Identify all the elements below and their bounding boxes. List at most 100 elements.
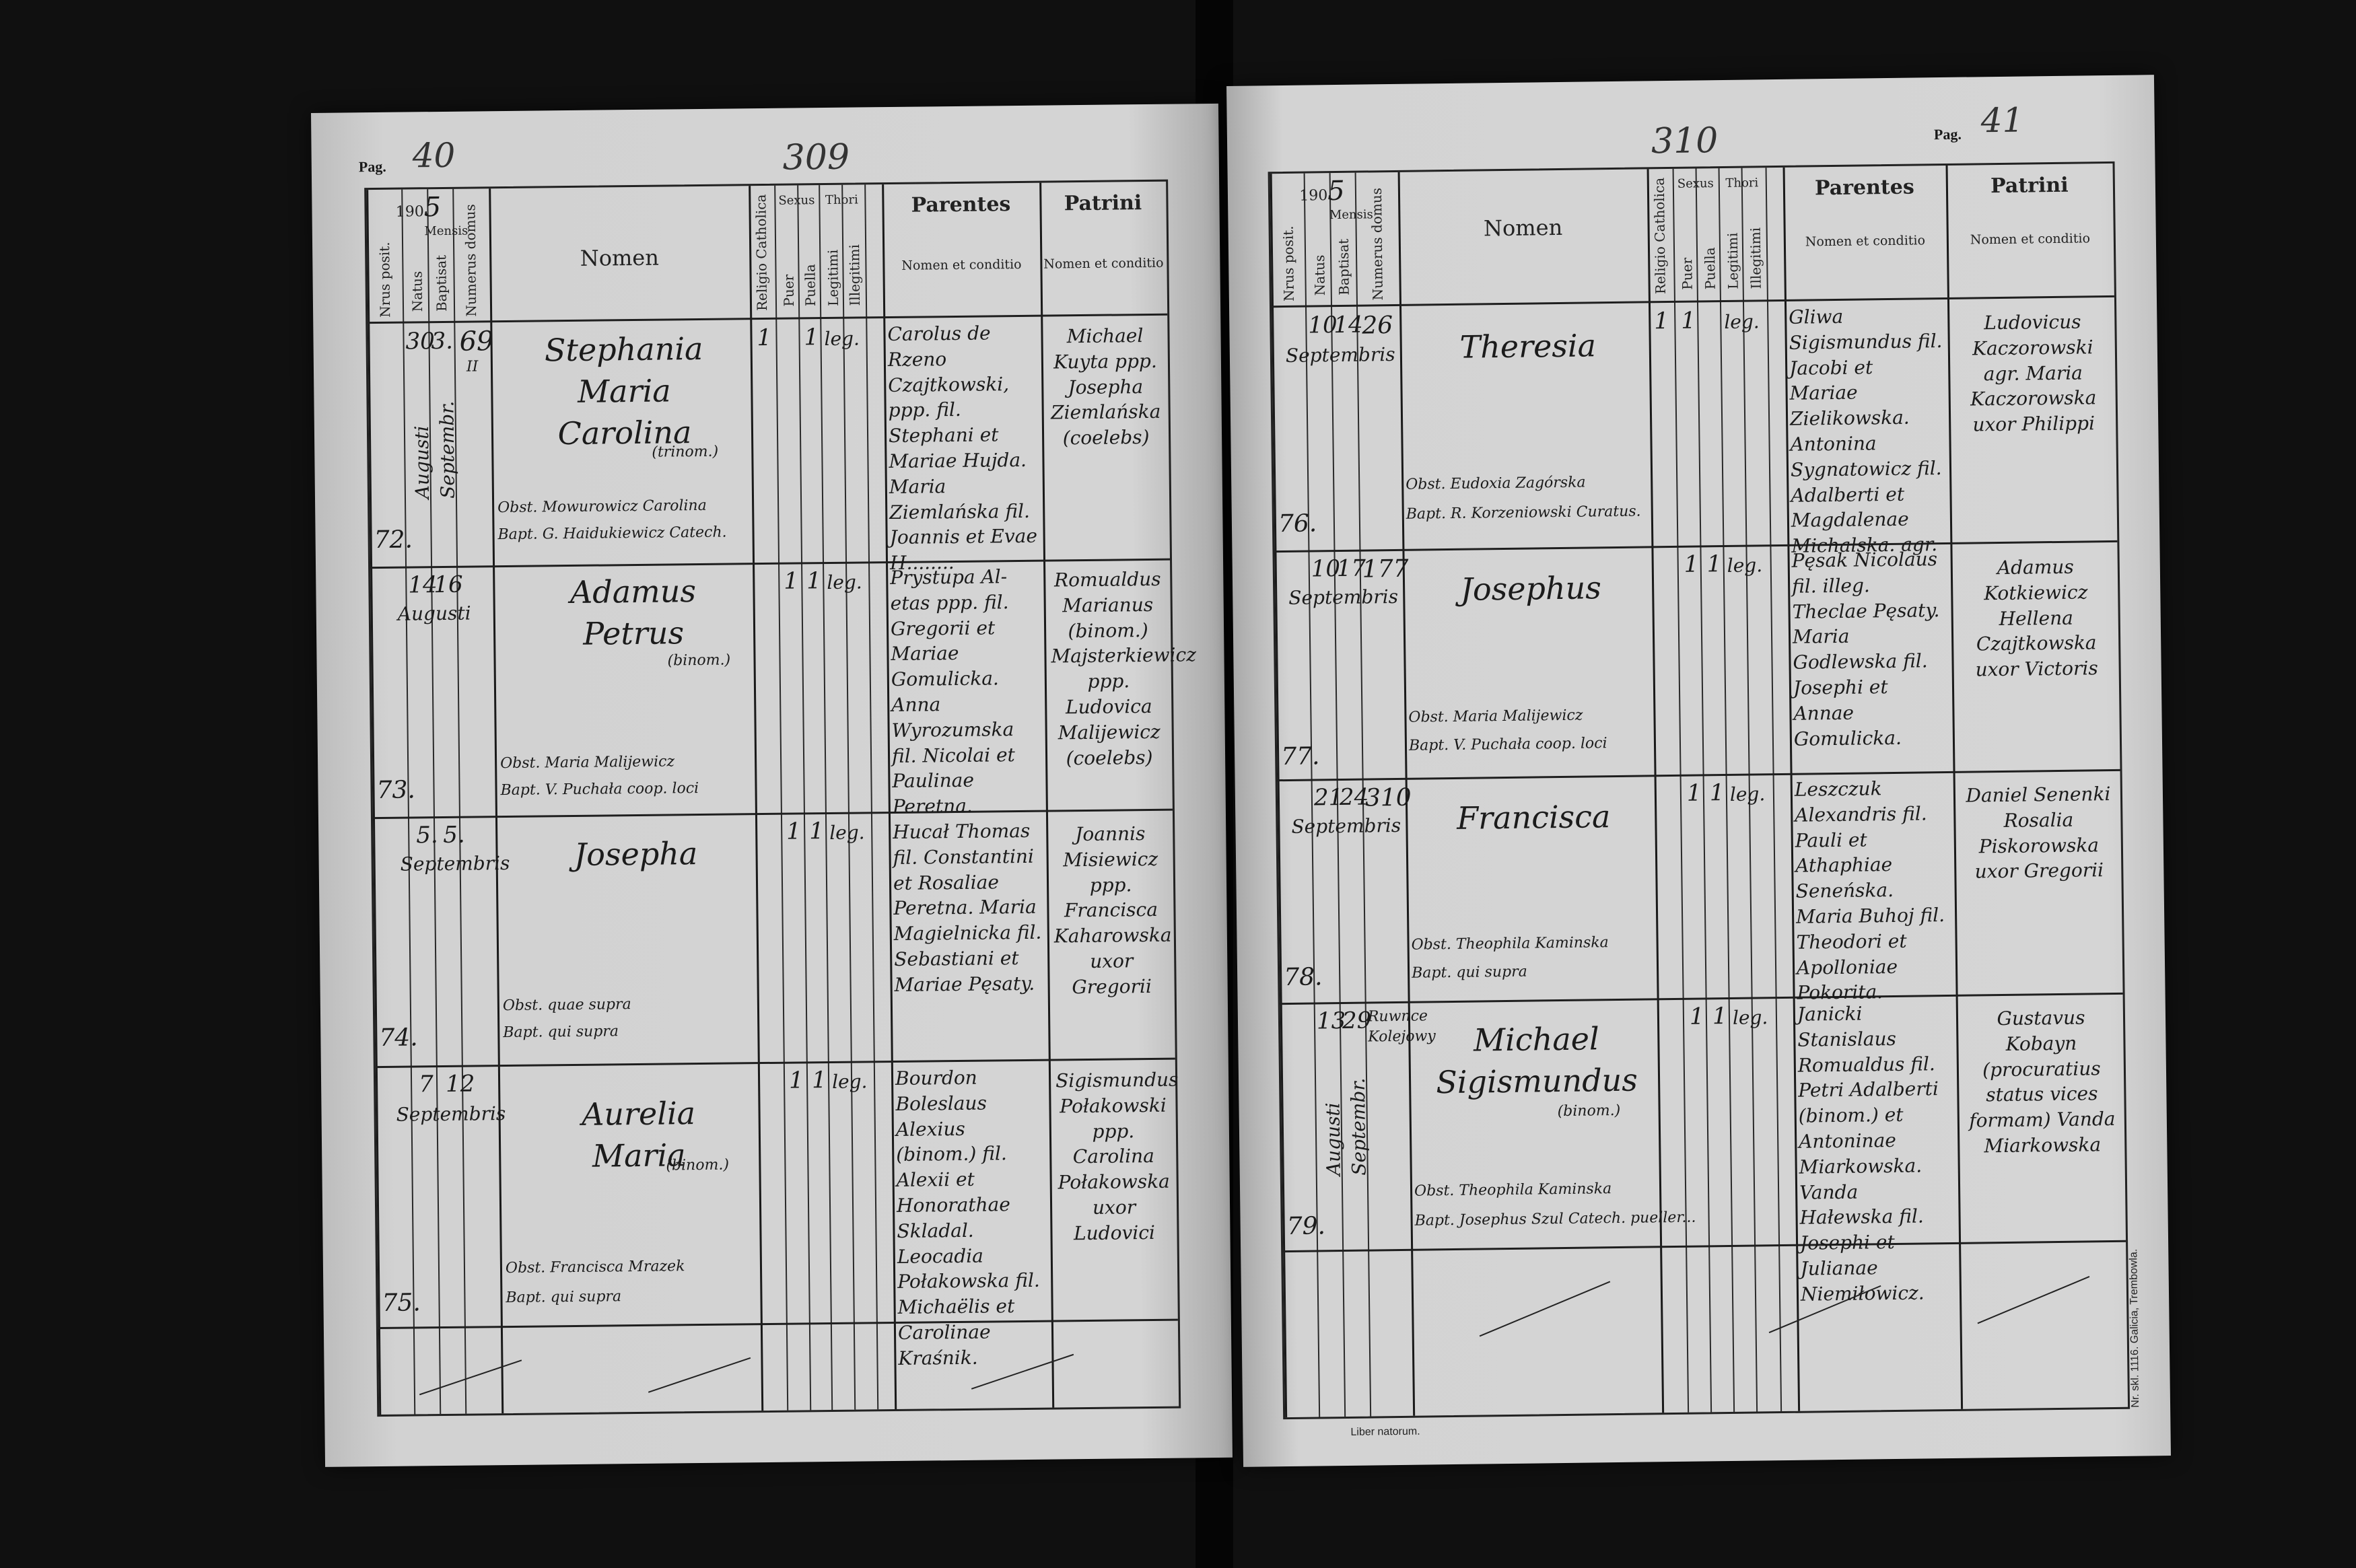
header-parentes-sub: Nomen et conditio (1805, 233, 1926, 250)
header-baptisat: Baptisat (1335, 238, 1352, 296)
thori-mark: leg. (1724, 310, 1760, 333)
parentes-text: Janicki Stanislaus Romualdus fil. Petri … (1797, 1002, 1939, 1306)
domus-number: 310 (1364, 783, 1412, 812)
baptisat-day: 16 (434, 571, 463, 599)
header-puella: Puella (802, 264, 819, 307)
page-label: Pag. (358, 157, 386, 176)
sex-mark: 1 (1712, 1003, 1727, 1030)
sex-mark: 1 (1681, 307, 1696, 334)
patrini-text: Michael Kuyta ppp. Josepha Ziemlańska (c… (1050, 324, 1161, 450)
baptizans: Bapt. qui supra (503, 1023, 619, 1042)
baptizans: Bapt. R. Korzeniowski Curatus. (1406, 503, 1641, 523)
religio-mark: 1 (757, 324, 772, 352)
patrini-text: Adamus Kotkiewicz Hellena Czajtkowska ux… (1975, 555, 2098, 681)
thori-mark: leg. (827, 571, 862, 594)
patrini-text: Gustavus Kobayn (procuratius status vice… (1969, 1006, 2116, 1157)
entry-number: 76. (1278, 509, 1317, 538)
name-note: (binom.) (1557, 1102, 1621, 1120)
month: Septembris (1285, 343, 1395, 367)
month: Septembris (396, 1102, 506, 1126)
sex-mark: 1 (806, 567, 822, 595)
month: Augusti (397, 602, 471, 625)
header-nrus-posit: Nrus posit. (376, 242, 394, 318)
thori-mark: leg. (1727, 554, 1763, 577)
baptisat-day: 5. (443, 821, 465, 849)
header-nomen: Nomen (580, 244, 660, 271)
header-illegitimi: Illegitimi (1747, 227, 1764, 289)
domus-sub: II (466, 358, 479, 376)
natus-day: 5. (416, 822, 438, 849)
page-number: 40 (412, 135, 456, 176)
register-table: 1905 Nrus posit. Mensis Natus Baptisat N… (1268, 161, 2130, 1420)
header-legitimi: Legitimi (825, 249, 842, 307)
domus-number: 69 (459, 326, 494, 357)
header-patrini-sub: Nomen et conditio (1970, 231, 2091, 248)
footer-print-note: Nr. skl. 1116. Galicia, Trembowla. (2128, 1248, 2142, 1408)
entry-72: 72. 30 3. Augusti Septembr. 69 II Stepha… (366, 182, 1166, 574)
patrini-text: Sigismundus Połakowski ppp. Carolina Poł… (1055, 1068, 1179, 1245)
thori-mark: leg. (1729, 783, 1766, 806)
month: Augusti Septembr. (1321, 1077, 1371, 1176)
year-header: 1905 (395, 191, 442, 223)
parentes-text: Carolus de Rzeno Czajtkowski, ppp. fil. … (887, 322, 1038, 575)
parentes-text: Prystupa Al-etas ppp. fil. Gregorii et M… (890, 565, 1015, 818)
name-note: (trinom.) (652, 443, 719, 461)
sex-mark: 1 (804, 324, 819, 351)
sex-mark: 1 (809, 818, 825, 845)
baptizans: Bapt. qui supra (506, 1288, 622, 1307)
entry-78: 78. 21 24 Septembris 310 Francisca 1 1 l… (1270, 164, 2113, 1004)
header-nrus-posit: Nrus posit. (1280, 225, 1297, 302)
patrini-text: Romualdus Marianus (binom.) Majsterkiewi… (1051, 567, 1197, 769)
sex-mark: 1 (811, 1067, 827, 1094)
religio-mark: 1 (788, 1067, 804, 1094)
obstetrix: Obst. Maria Malijewicz (1408, 707, 1583, 726)
obstetrix: Obst. Maria Malijewicz (500, 753, 675, 773)
header-puella: Puella (1701, 247, 1719, 290)
month: Septembris (400, 851, 510, 876)
header-thori: Thori (825, 192, 858, 208)
parentes-text: Pęsak Nicolaus fil. illeg. Theclae Pęsat… (1791, 548, 1940, 750)
religio-mark: 1 (784, 567, 799, 595)
baptisat-day: 3. (431, 327, 454, 355)
baptizans: Bapt. V. Puchała coop. loci (500, 780, 699, 799)
baptizans: Bapt. G. Haidukiewicz Catech. (497, 524, 727, 544)
parentes-text: Hucał Thomas fil. Constantini et Rosalia… (893, 819, 1042, 996)
header-natus: Natus (1311, 254, 1328, 296)
thori-mark: leg. (824, 327, 860, 351)
header-legitimi: Legitimi (1724, 232, 1741, 289)
obstetrix: Obst. Mowurowicz Carolina (497, 497, 707, 517)
month: Septembris (1288, 585, 1399, 609)
baptisat-day: 12 (445, 1070, 475, 1098)
thori-mark: leg. (1732, 1006, 1768, 1029)
header-patrini: Patrini (1064, 191, 1142, 216)
religio-mark: 1 (1689, 1003, 1704, 1030)
natus-day: 7 (418, 1071, 434, 1098)
header-religio: Religio Catholica (1651, 177, 1669, 295)
entry-74: 74. 5. 5. Septembris Josepha 1 1 leg. Hu… (366, 182, 1171, 1052)
entry-number: 78. (1283, 963, 1323, 992)
header-natus: Natus (409, 271, 426, 312)
page-label: Pag. (1933, 125, 1962, 143)
entry-number: 72. (374, 526, 413, 555)
entry-77: 77. 10 17 Septembris 177 Josephus 1 1 le… (1270, 164, 2113, 771)
baptizans: Bapt. qui supra (1411, 963, 1527, 982)
thori-mark: leg. (831, 1070, 868, 1093)
obstetrix: Obst. Theophila Kaminska (1414, 1180, 1612, 1200)
obstetrix: Obst. Eudoxia Zagórska (1406, 474, 1586, 493)
obstetrix: Obst. quae supra (502, 996, 631, 1015)
religio-mark: 1 (1686, 779, 1702, 807)
header-parentes-sub: Nomen et conditio (901, 256, 1022, 273)
year-header: 1905 (1299, 175, 1345, 207)
entry-number: 75. (382, 1289, 421, 1317)
domus-number: Ruwnce Kolejowy (1367, 1007, 1436, 1046)
patrini-text: Ludovicus Kaczorowski agr. Maria Kaczoro… (1970, 310, 2097, 436)
header-parentes: Parentes (1814, 175, 1914, 201)
sex-mark: 1 (1709, 779, 1725, 807)
entry-number: 77. (1280, 742, 1320, 771)
header-sexus: Sexus (778, 193, 815, 208)
domus-number: 26 (1362, 312, 1393, 340)
entry-75: 75. 7 12 Septembris Aurelia Maria (binom… (366, 182, 1178, 1369)
register-table: 1905 Nrus posit. Mensis Natus Baptisat N… (364, 179, 1197, 1417)
child-name: Josepha (574, 835, 698, 873)
religio-mark: 1 (786, 818, 802, 845)
